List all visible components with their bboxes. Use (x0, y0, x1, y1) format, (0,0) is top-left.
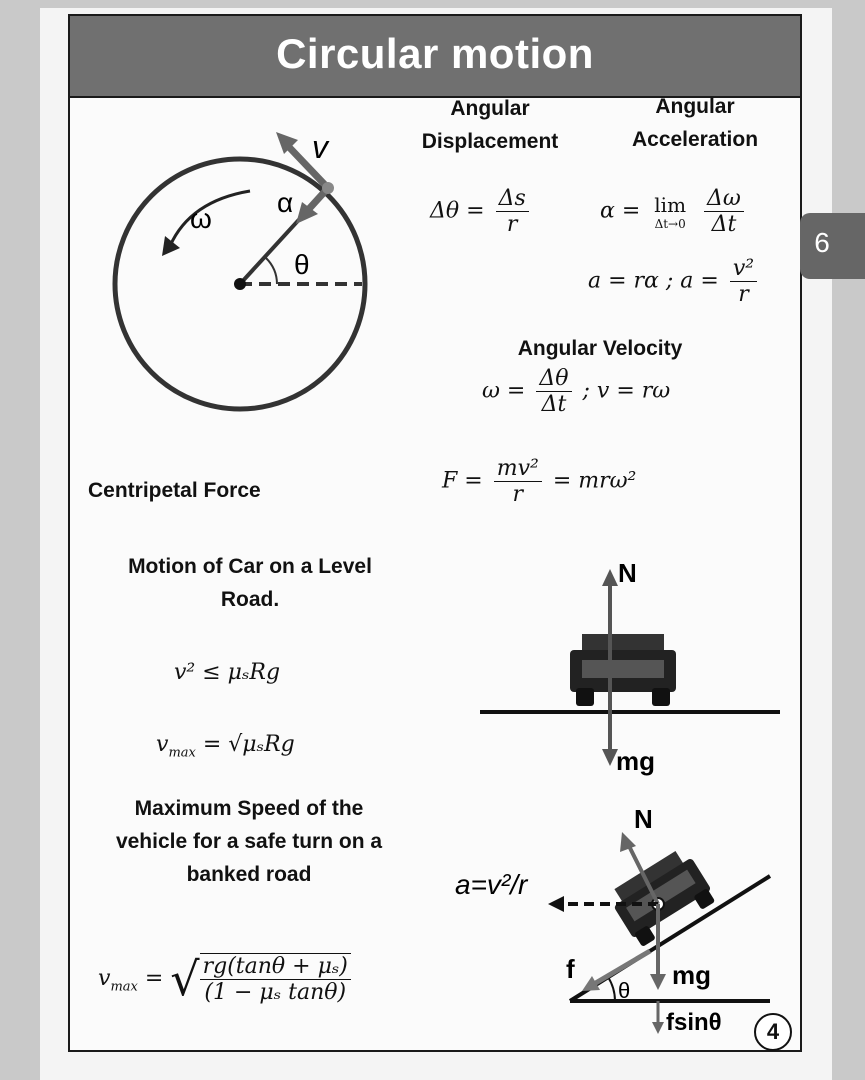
banked-road-sqrt-fraction: rg(tanθ + μₛ) (1 − μₛ tanθ) (199, 953, 351, 1005)
angular-acceleration-heading-line1: Angular (655, 95, 735, 118)
banked-road-sqrt-num: rg(tanθ + μₛ) (202, 954, 348, 979)
circle-path (112, 156, 368, 412)
limit-word: lim (654, 192, 687, 217)
banked-road-label-line1: Maximum Speed of the (134, 797, 364, 820)
banked-road-label-line2: vehicle for a safe turn on a (115, 830, 383, 853)
level-road-vmax-sub: max (168, 745, 196, 761)
banked-road-sqrt-den: (1 − μₛ tanθ) (199, 979, 351, 1005)
angular-velocity-rhs: ; v = rω (582, 378, 671, 404)
angular-displacement-fraction: Δs r (495, 186, 529, 237)
angular-displacement-den: r (495, 211, 529, 237)
tangential-acceleration-formula: a = rα ; a = v² r (588, 256, 761, 307)
limit-operator: lim Δt→0 (651, 193, 689, 231)
omega-arrowhead (162, 236, 180, 256)
banked-road-label-line3: banked road (186, 863, 312, 886)
banked-label-accel: a=v²/r (455, 869, 529, 900)
velocity-arrowhead (276, 132, 298, 154)
particle-dot (322, 182, 334, 194)
level-label-mg: mg (616, 746, 655, 776)
formula-card: Circular motion v α ω θ (68, 14, 802, 1052)
angular-displacement-heading-line1: Angular (450, 97, 530, 120)
level-road-label: Motion of Car on a Level Road. (90, 550, 410, 616)
banked-normal-arrowhead (620, 832, 636, 852)
level-road-inequality: v² ≤ μₛRg (174, 660, 281, 685)
angular-velocity-lhs: ω = (482, 378, 526, 404)
label-theta: θ (294, 249, 310, 280)
banked-road-vmax-formula: vmax = √ rg(tanθ + μₛ) (1 − μₛ tanθ) (98, 952, 355, 1006)
page-title: Circular motion (276, 30, 594, 77)
page-number-badge: 4 (754, 1013, 792, 1051)
friction-arrowhead (582, 976, 600, 991)
velocity-arrow (285, 143, 331, 191)
chapter-tab-number: 6 (814, 227, 830, 258)
label-alpha: α (277, 187, 293, 218)
car-icon-banked (614, 850, 715, 946)
angular-acceleration-fraction: Δω Δt (704, 186, 744, 237)
title-bar: Circular motion (70, 16, 800, 98)
angular-velocity-fraction: Δθ Δt (536, 366, 572, 417)
car-icon-level (570, 634, 676, 706)
bank-angle-arc (607, 976, 616, 1002)
angular-acceleration-formula: α = lim Δt→0 Δω Δt (600, 186, 748, 237)
level-road-vmax-rhs: = √μₛRg (202, 732, 295, 757)
centripetal-force-rhs: = mrω² (552, 468, 637, 494)
angular-acceleration-den: Δt (704, 211, 744, 237)
chapter-tab (800, 213, 865, 279)
centripetal-acceleration-num: v² (732, 256, 755, 281)
angular-velocity-num: Δθ (539, 366, 569, 391)
circle-diagram: v α ω θ N mg (112, 129, 780, 1036)
normal-arrowhead (602, 569, 618, 586)
banked-label-fsin: fsinθ (666, 1009, 722, 1036)
banked-label-N: N (634, 804, 653, 834)
banked-label-f: f (566, 954, 575, 984)
banked-road-label: Maximum Speed of the vehicle for a safe … (84, 792, 414, 891)
angular-displacement-heading-line2: Displacement (421, 130, 559, 153)
center-dot (234, 278, 246, 290)
banked-label-mg: mg (672, 960, 711, 990)
angular-acceleration-lhs: α = (600, 198, 648, 224)
banked-road-vmax-eq: = (144, 966, 164, 991)
centripetal-force-label: Centripetal Force (88, 479, 261, 502)
angular-acceleration-heading: Angular Acceleration (610, 90, 780, 156)
weight-arrowhead (602, 749, 618, 766)
centripetal-acceleration-fraction: v² r (729, 256, 758, 307)
banked-road-vmax-sub: max (110, 979, 138, 995)
label-omega: ω (190, 203, 212, 234)
angular-acceleration-heading-line2: Acceleration (631, 128, 759, 151)
tangential-acceleration-lhs: a = rα ; a = (588, 268, 719, 294)
angular-velocity-formula: ω = Δθ Δt ; v = rω (482, 366, 670, 417)
limit-subscript: Δt→0 (654, 216, 686, 231)
banked-weight-arrowhead (650, 974, 666, 990)
angular-displacement-heading: Angular Displacement (410, 92, 570, 158)
centripetal-acceleration-den: r (729, 281, 758, 307)
angular-velocity-heading: Angular Velocity (517, 337, 683, 360)
centripetal-force-lhs: F = (442, 468, 483, 494)
banked-road-vmax-lhs: v (98, 966, 111, 991)
theta-arc (265, 257, 278, 285)
centripetal-force-fraction: mv² r (493, 456, 542, 507)
level-road-vmax-lhs: v (156, 732, 169, 757)
level-road-vmax-formula: vmax = √μₛRg (156, 732, 295, 760)
centripetal-force-num: mv² (496, 456, 539, 481)
banked-label-theta: θ (618, 978, 630, 1003)
centripetal-force-formula: F = mv² r = mrω² (442, 456, 636, 507)
omega-rotation-arrow (168, 189, 251, 247)
angular-acceleration-num: Δω (707, 186, 741, 211)
acceleration-arrowhead (296, 202, 318, 224)
sqrt-sign: √ (170, 952, 200, 1006)
centripetal-force-den: r (493, 481, 542, 507)
label-v: v (312, 129, 330, 165)
angular-displacement-formula: Δθ = Δs r (430, 186, 533, 237)
level-label-N: N (618, 558, 637, 588)
friction-arrow (592, 948, 652, 987)
banked-normal-arrow (626, 843, 660, 905)
angular-displacement-lhs: Δθ = (430, 198, 485, 224)
angular-velocity-den: Δt (536, 391, 572, 417)
level-road-label-line1: Motion of Car on a Level (128, 555, 372, 578)
centripetal-arrowhead (548, 896, 564, 912)
fsin-arrowhead (652, 1022, 664, 1034)
angular-displacement-num: Δs (498, 186, 526, 211)
level-road-label-line2: Road. (220, 588, 280, 611)
